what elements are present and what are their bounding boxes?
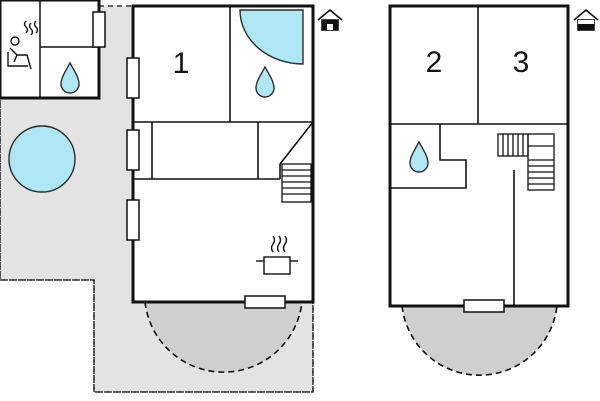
staircase-icon — [497, 133, 555, 191]
room-label-2: 2 — [426, 46, 443, 79]
upper-window — [463, 299, 505, 313]
room-label-3: 3 — [513, 46, 530, 79]
house-ground-floor-icon — [317, 8, 343, 31]
room-label-1: 1 — [173, 47, 190, 80]
sauna-window — [92, 11, 106, 48]
sauna-annex — [0, 0, 106, 100]
shower-icon — [239, 9, 304, 65]
ground-windows — [126, 57, 286, 309]
upper-floor: 2 3 — [388, 4, 599, 376]
house-upper-floor-icon — [573, 8, 599, 31]
upper-interior-walls — [390, 6, 568, 306]
semicircular-patio — [144, 301, 303, 373]
sauna-icon — [7, 20, 39, 70]
semicircular-balcony — [401, 305, 558, 376]
water-drop-icon — [255, 65, 275, 98]
ground-interior-walls — [133, 6, 314, 180]
ground-floor: 1 — [0, 0, 343, 393]
water-drop-icon — [409, 140, 429, 173]
water-drop-icon — [60, 61, 80, 94]
staircase-icon — [281, 163, 312, 203]
cooking-pot-icon — [256, 235, 298, 275]
hot-tub — [8, 125, 76, 193]
